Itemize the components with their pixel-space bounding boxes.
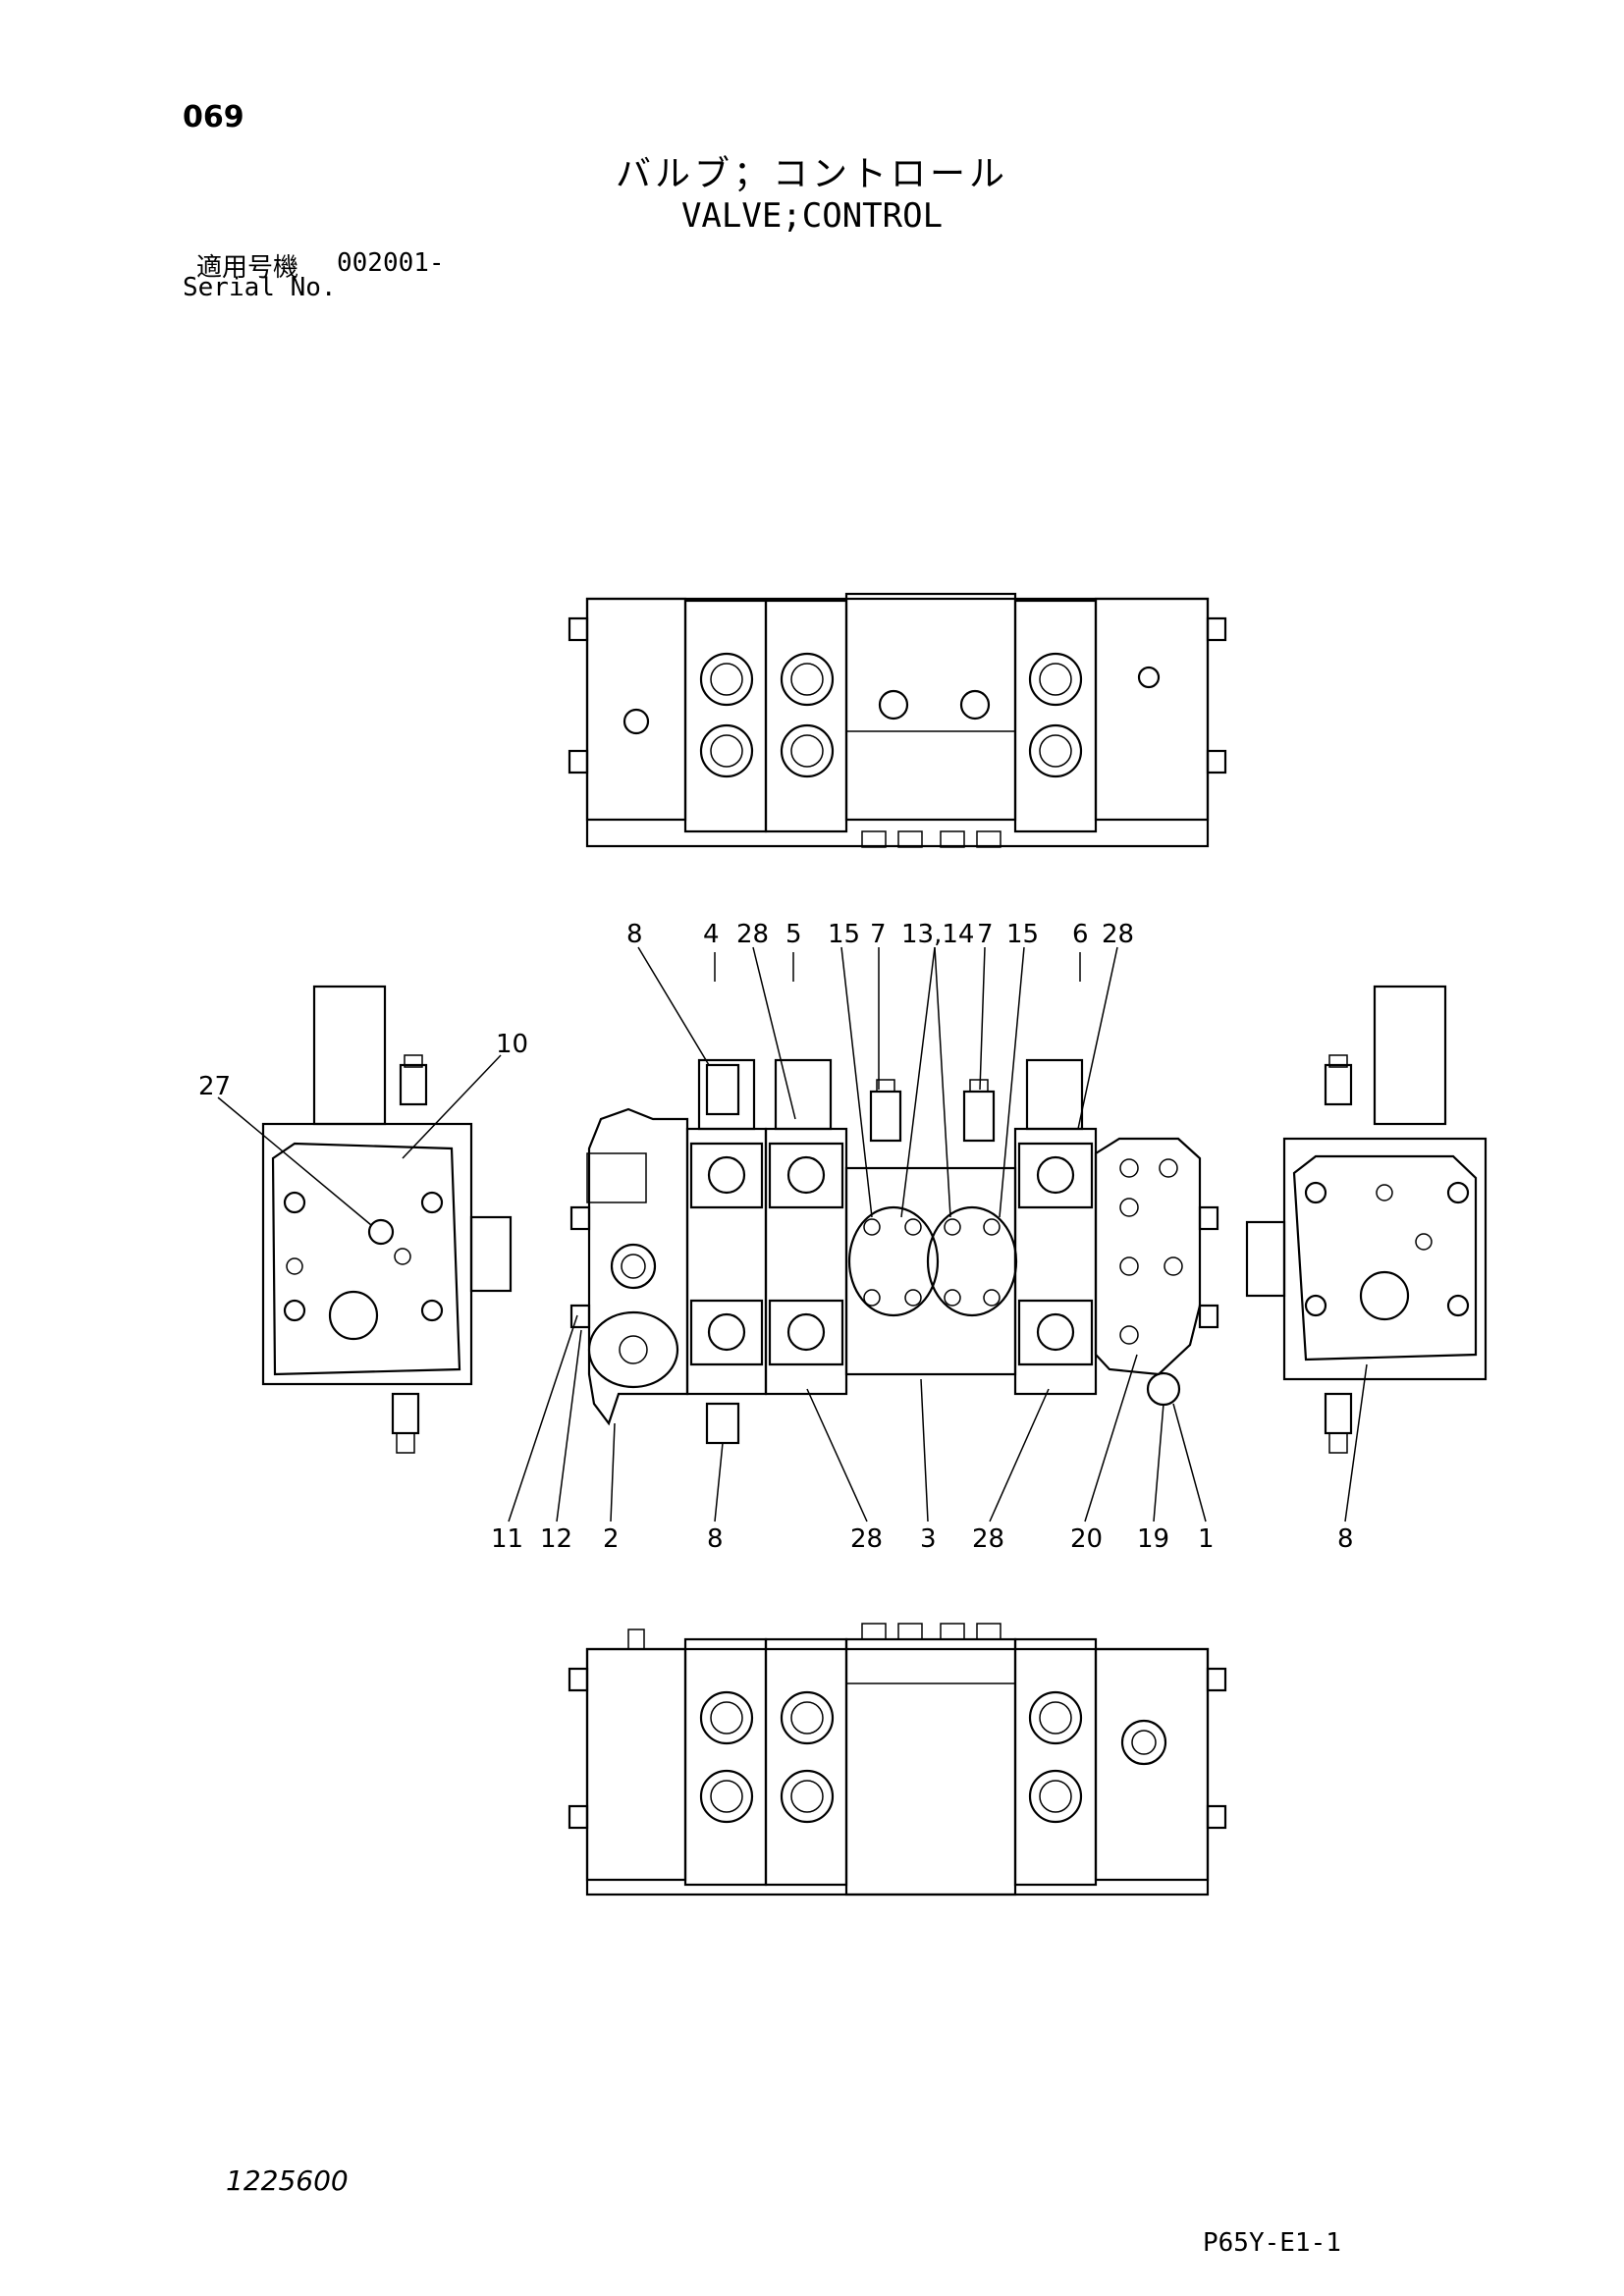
callout-4: 4 (703, 920, 720, 949)
callout-labels: 8 4 28 5 15 7 13,14 7 15 6 28 10 27 11 1… (198, 920, 1354, 1554)
title-english: VALVE;CONTROL (680, 196, 944, 236)
page-number: 069 (183, 100, 244, 134)
right-side-view (1245, 985, 1488, 1454)
serial-label-japanese: 適用号機 (196, 253, 299, 283)
callout-28-top-a: 28 (736, 920, 769, 949)
callout-28-bottom-b: 28 (972, 1524, 1004, 1554)
front-view (569, 1058, 1219, 1445)
callout-20: 20 (1070, 1524, 1103, 1554)
callout-10: 10 (496, 1030, 528, 1059)
serial-label-english: Serial No. (183, 273, 337, 302)
callout-28-bottom-a: 28 (850, 1524, 883, 1554)
callout-8-bottom: 8 (707, 1524, 724, 1554)
callout-15-a: 15 (828, 920, 860, 949)
title-japanese: バルブ；コントロール (615, 154, 1008, 194)
leader-lines (217, 946, 1368, 1522)
callout-7-b: 7 (977, 920, 994, 949)
left-side-view (261, 985, 513, 1454)
callout-6: 6 (1072, 920, 1089, 949)
page-code: P65Y-E1-1 (1203, 2228, 1341, 2258)
callout-8-top: 8 (626, 920, 643, 949)
callout-15-b: 15 (1006, 920, 1039, 949)
callout-2: 2 (603, 1524, 620, 1554)
callout-7-a: 7 (870, 920, 887, 949)
callout-28-top-b: 28 (1102, 920, 1134, 949)
callout-27: 27 (198, 1072, 231, 1101)
callout-3: 3 (920, 1524, 937, 1554)
callout-8-right: 8 (1337, 1524, 1354, 1554)
callout-13-14: 13,14 (901, 920, 974, 949)
top-view (568, 592, 1227, 848)
serial-value: 002001- (337, 248, 445, 278)
bottom-view (568, 1623, 1227, 1896)
callout-19: 19 (1137, 1524, 1169, 1554)
callout-12: 12 (540, 1524, 572, 1554)
callout-5: 5 (785, 920, 802, 949)
callout-1: 1 (1198, 1524, 1215, 1554)
drawing-number: 1225600 (226, 2164, 349, 2197)
callout-11: 11 (491, 1524, 523, 1554)
